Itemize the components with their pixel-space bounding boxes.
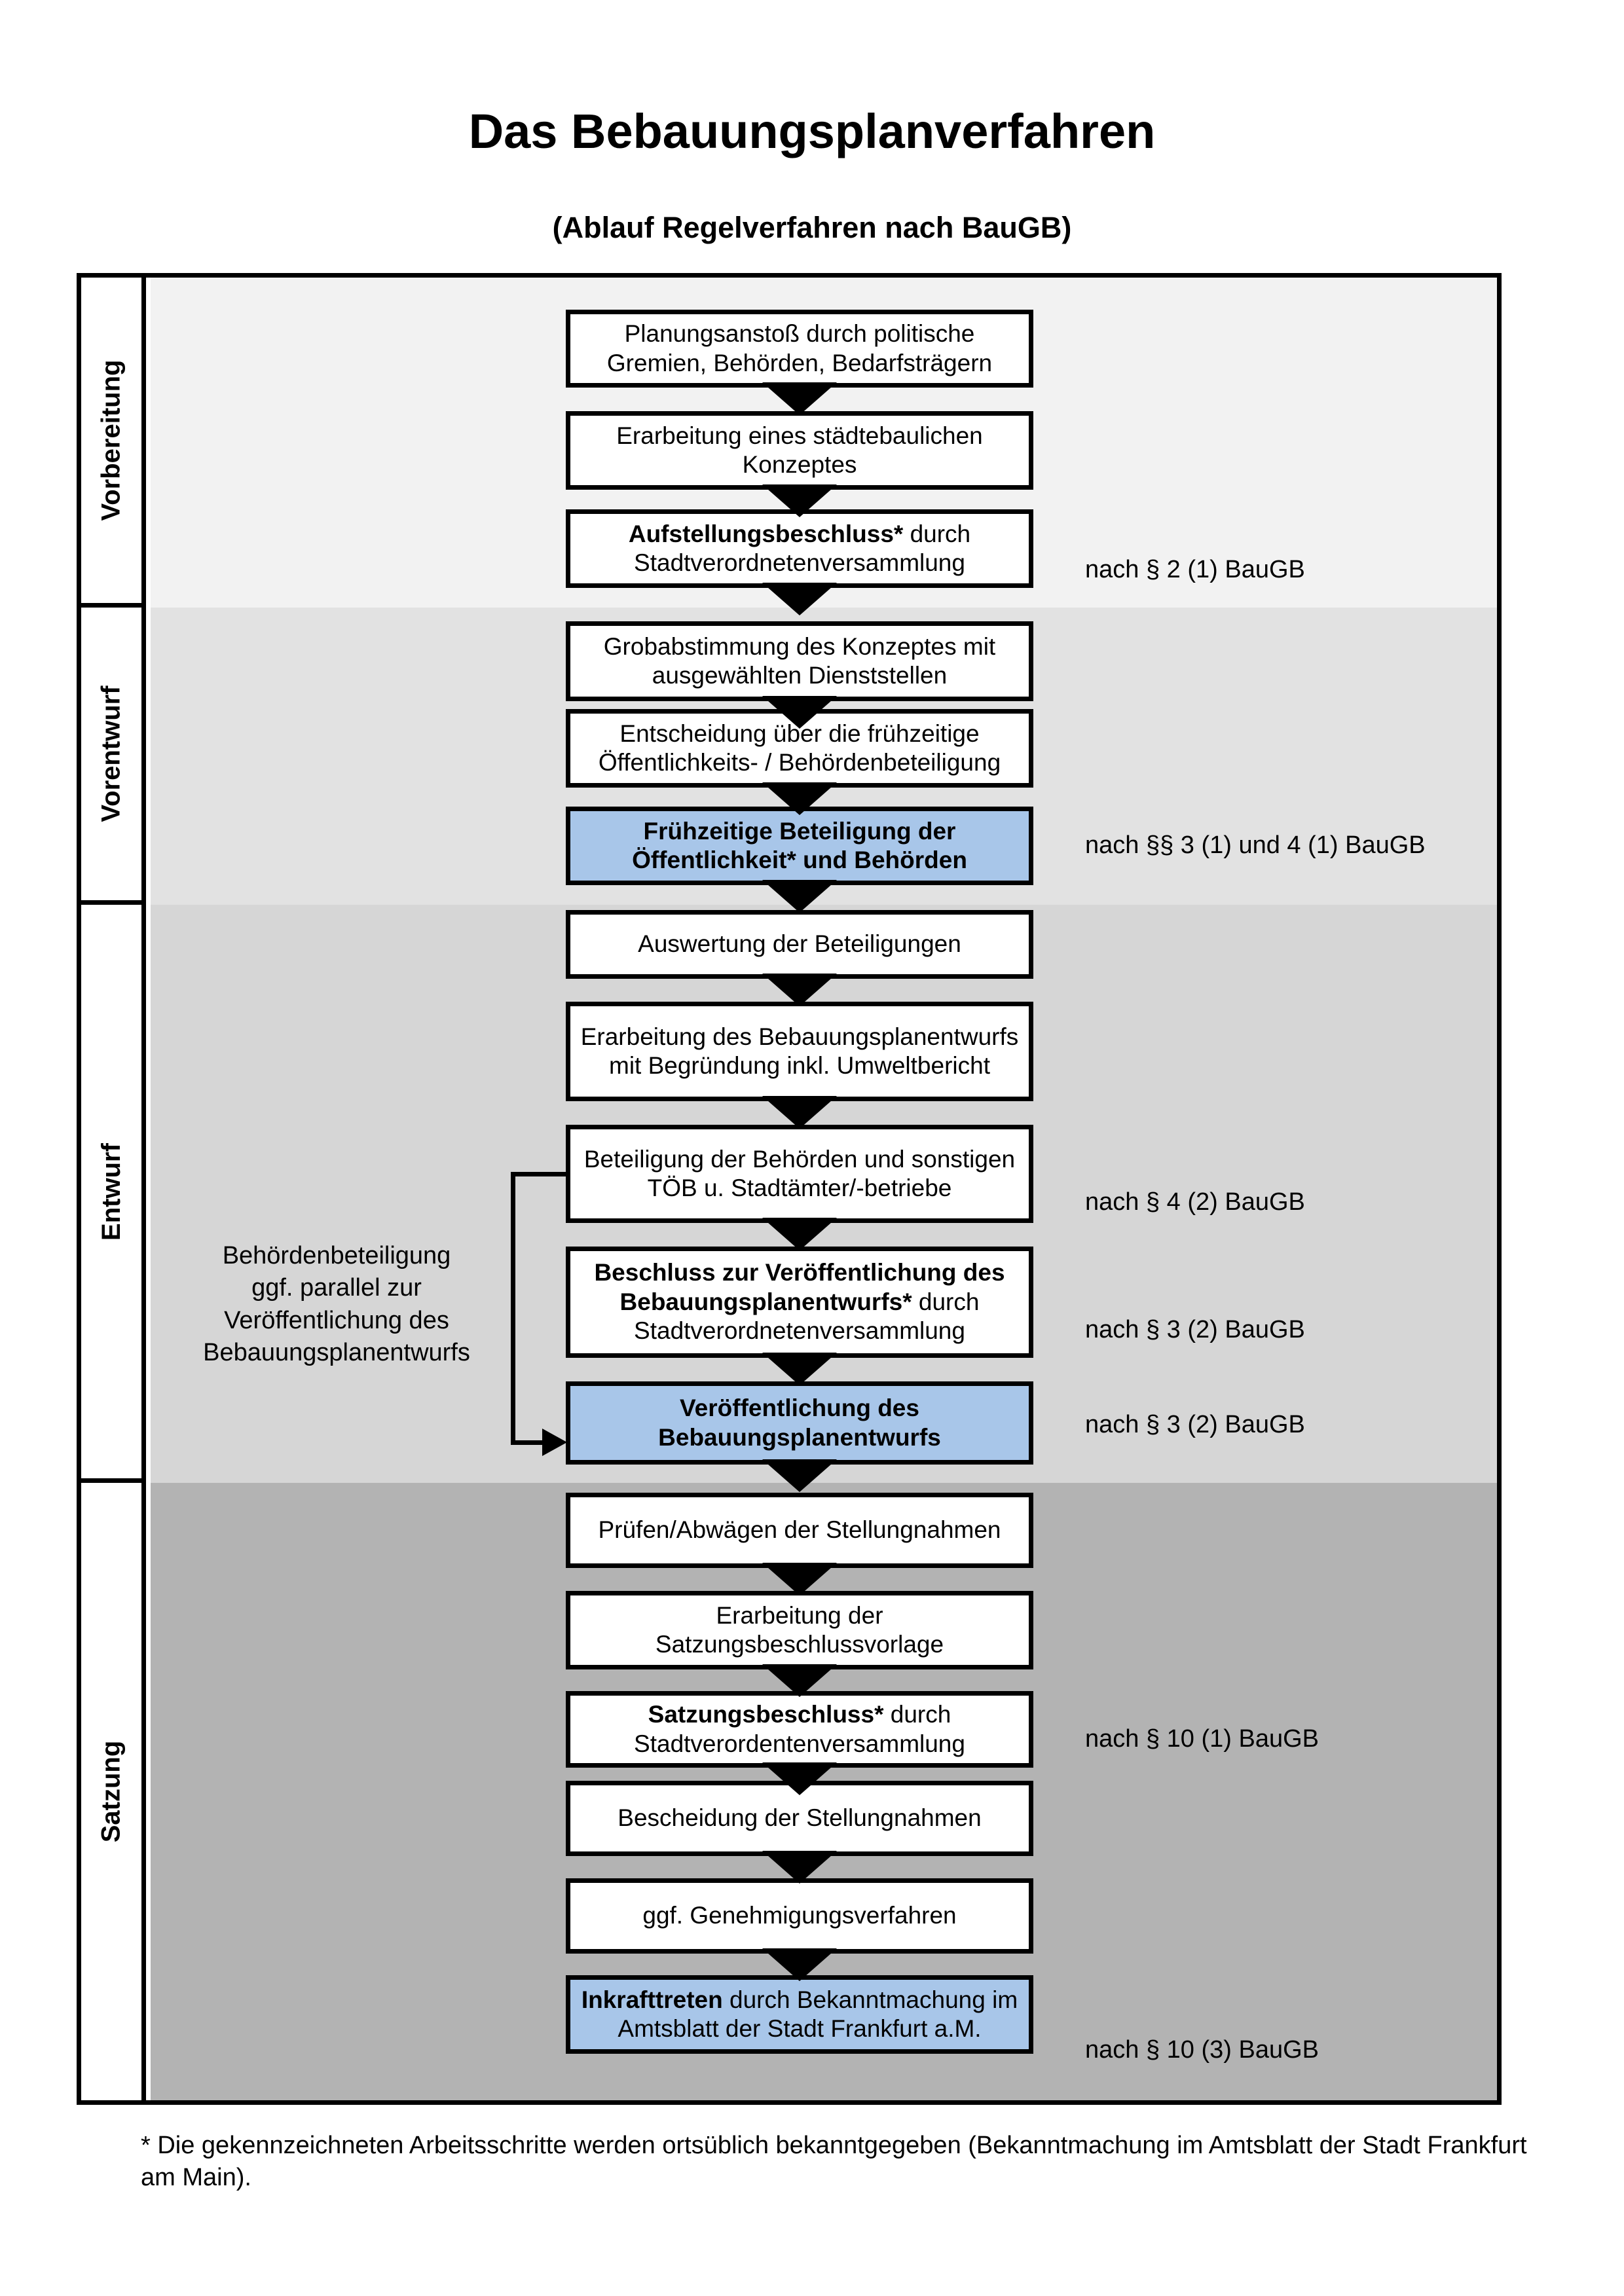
phase-label-cell-satzung: Satzung	[81, 1483, 146, 2100]
down-arrow-icon	[762, 1851, 837, 1884]
flow-step-grobabstimmung: Grobabstimmung des Konzeptes mit ausgewä…	[566, 621, 1033, 701]
flow-step-inkrafttreten: Inkrafttreten durch Bekanntmachung im Am…	[566, 1975, 1033, 2054]
legal-reference: nach §§ 3 (1) und 4 (1) BauGB	[1085, 831, 1426, 859]
flow-step-genehmigungsverfahren: ggf. Genehmigungsverfahren	[566, 1878, 1033, 1954]
down-arrow-icon	[762, 880, 837, 913]
step-text-bold: Veröffentlichung des Bebauungsplanentwur…	[658, 1394, 941, 1451]
elbow-arrowhead-icon	[542, 1429, 567, 1456]
flow-step-pruefen-abwaegen: Prüfen/Abwägen der Stellungnahmen	[566, 1493, 1033, 1568]
down-arrow-icon	[762, 974, 837, 1006]
step-text: Erarbeitung des Bebauungsplanentwurfs mi…	[580, 1023, 1019, 1079]
step-text-bold: Frühzeitige Beteiligung der Öffentlichke…	[632, 817, 967, 873]
legal-reference: nach § 2 (1) BauGB	[1085, 556, 1305, 583]
phase-label-cell-vorentwurf: Vorentwurf	[81, 608, 146, 905]
flow-step-auswertung: Auswertung der Beteiligungen	[566, 910, 1033, 979]
legal-reference: nach § 3 (2) BauGB	[1085, 1411, 1305, 1438]
down-arrow-icon	[762, 1948, 837, 1981]
flowchart-inner: Vorbereitung Vorentwurf Entwurf Satzung	[81, 278, 1497, 2100]
legal-reference: nach § 3 (2) BauGB	[1085, 1316, 1305, 1343]
phase-label-satzung: Satzung	[96, 1740, 126, 1843]
step-text: Beteiligung der Behörden und sonstigen T…	[583, 1145, 1016, 1201]
legal-reference: nach § 4 (2) BauGB	[1085, 1188, 1305, 1216]
page-subtitle: (Ablauf Regelverfahren nach BauGB)	[552, 211, 1072, 244]
down-arrow-icon	[762, 583, 837, 615]
step-text: Erarbeitung der Satzungsbeschlussvorlage	[655, 1601, 944, 1658]
flow-step-planungsanstoss: Planungsanstoß durch politische Gremien,…	[566, 310, 1033, 388]
flow-step-satzungsbeschluss: Satzungsbeschluss* durch Stadtverordente…	[566, 1691, 1033, 1768]
step-text: ggf. Genehmigungsverfahren	[642, 1902, 957, 1929]
phase-label-vorbereitung: Vorbereitung	[96, 359, 126, 521]
phase-label-entwurf: Entwurf	[96, 1142, 126, 1241]
flow-step-veroeffentlichung: Veröffentlichung des Bebauungsplanentwur…	[566, 1381, 1033, 1465]
phase-label-cell-entwurf: Entwurf	[81, 905, 146, 1483]
side-note-behoerdenbeteiligung: Behördenbeteiligung ggf. parallel zur Ve…	[203, 1242, 470, 1367]
step-text-bold: Inkrafttreten	[581, 1986, 729, 2013]
flowchart-frame: Vorbereitung Vorentwurf Entwurf Satzung	[77, 273, 1502, 2105]
flow-step-fruehzeitige-beteiligung: Frühzeitige Beteiligung der Öffentlichke…	[566, 807, 1033, 885]
elbow-connector-top	[511, 1172, 566, 1176]
step-text: Auswertung der Beteiligungen	[638, 930, 961, 958]
flow-step-staedtebauliches-konzept: Erarbeitung eines städtebaulichen Konzep…	[566, 411, 1033, 490]
down-arrow-icon	[762, 782, 837, 815]
step-text: durch Stadtverordentenversammlung	[634, 1701, 965, 1757]
down-arrow-icon	[762, 1664, 837, 1697]
flow-step-behoerdenbeteiligung: Beteiligung der Behörden und sonstigen T…	[566, 1125, 1033, 1223]
down-arrow-icon	[762, 382, 837, 415]
flow-step-aufstellungsbeschluss: Aufstellungsbeschluss* durch Stadtverord…	[566, 509, 1033, 588]
step-text: Bescheidung der Stellungnahmen	[618, 1804, 982, 1832]
step-text-bold: Beschluss zur Veröffentlichung des Bebau…	[594, 1259, 1005, 1315]
down-arrow-icon	[762, 484, 837, 517]
page-title: Das Bebauungsplanverfahren	[468, 104, 1156, 158]
phase-label-cell-vorbereitung: Vorbereitung	[81, 278, 146, 608]
step-text: Planungsanstoß durch politische Gremien,…	[606, 320, 993, 376]
legal-reference: nach § 10 (1) BauGB	[1085, 1725, 1319, 1753]
down-arrow-icon	[762, 1353, 837, 1385]
footnote: * Die gekennzeichneten Arbeitsschritte w…	[141, 2132, 1527, 2192]
down-arrow-icon	[762, 1218, 837, 1250]
step-text: durch Bekanntmachung im Amtsblatt der St…	[618, 1986, 1018, 2042]
down-arrow-icon	[762, 1459, 837, 1492]
step-text: Grobabstimmung des Konzeptes mit ausgewä…	[603, 632, 996, 689]
step-text: Prüfen/Abwägen der Stellungnahmen	[598, 1516, 1001, 1544]
step-text-bold: Aufstellungsbeschluss*	[628, 520, 910, 547]
down-arrow-icon	[762, 1762, 837, 1795]
down-arrow-icon	[762, 1096, 837, 1129]
flow-step-beschluss-veroeffentlichung: Beschluss zur Veröffentlichung des Bebau…	[566, 1247, 1033, 1358]
flow-step-satzungsbeschlussvorlage: Erarbeitung der Satzungsbeschlussvorlage	[566, 1591, 1033, 1669]
step-text: durch Stadtverordnetenversammlung	[634, 520, 971, 576]
step-text: Erarbeitung eines städtebaulichen Konzep…	[616, 422, 983, 478]
flow-step-erarbeitung-entwurf: Erarbeitung des Bebauungsplanentwurfs mi…	[566, 1002, 1033, 1101]
phase-label-vorentwurf: Vorentwurf	[96, 685, 126, 822]
step-text: durch Stadtverordnetenversammlung	[634, 1288, 980, 1345]
down-arrow-icon	[762, 1563, 837, 1595]
down-arrow-icon	[762, 696, 837, 729]
legal-reference: nach § 10 (3) BauGB	[1085, 2036, 1319, 2064]
elbow-connector-vertical	[511, 1172, 515, 1445]
step-text-bold: Satzungsbeschluss*	[648, 1701, 891, 1728]
elbow-connector-bottom	[511, 1440, 545, 1445]
